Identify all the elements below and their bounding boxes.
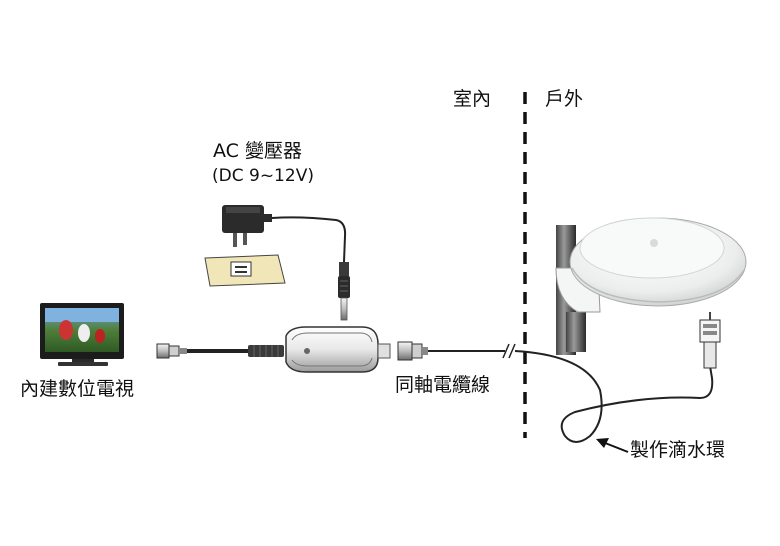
ac-adapter-icon [204, 205, 286, 287]
dc-plug [338, 262, 350, 321]
cable-strain-relief [248, 345, 284, 357]
tv-icon [40, 303, 124, 366]
indoor-label: 室內 [453, 88, 492, 110]
antenna-connector [699, 312, 721, 369]
tv-connector [156, 343, 187, 359]
outdoor-label: 戶外 [545, 88, 584, 110]
cable-break-mark [502, 343, 516, 359]
tv-label: 內建數位電視 [20, 378, 135, 400]
drip-loop-label: 製作滴水環 [630, 439, 726, 461]
drip-loop-cable [514, 350, 714, 443]
arrow-icon [596, 438, 629, 453]
adapter-title: AC 變壓器 [213, 140, 302, 162]
adapter-cable [271, 216, 347, 263]
coax-connector [397, 341, 428, 361]
outdoor-antenna-icon [555, 217, 747, 355]
adapter-spec: (DC 9~12V) [212, 166, 314, 186]
amplifier-icon [285, 326, 391, 373]
coax-label: 同軸電纜線 [395, 374, 491, 396]
